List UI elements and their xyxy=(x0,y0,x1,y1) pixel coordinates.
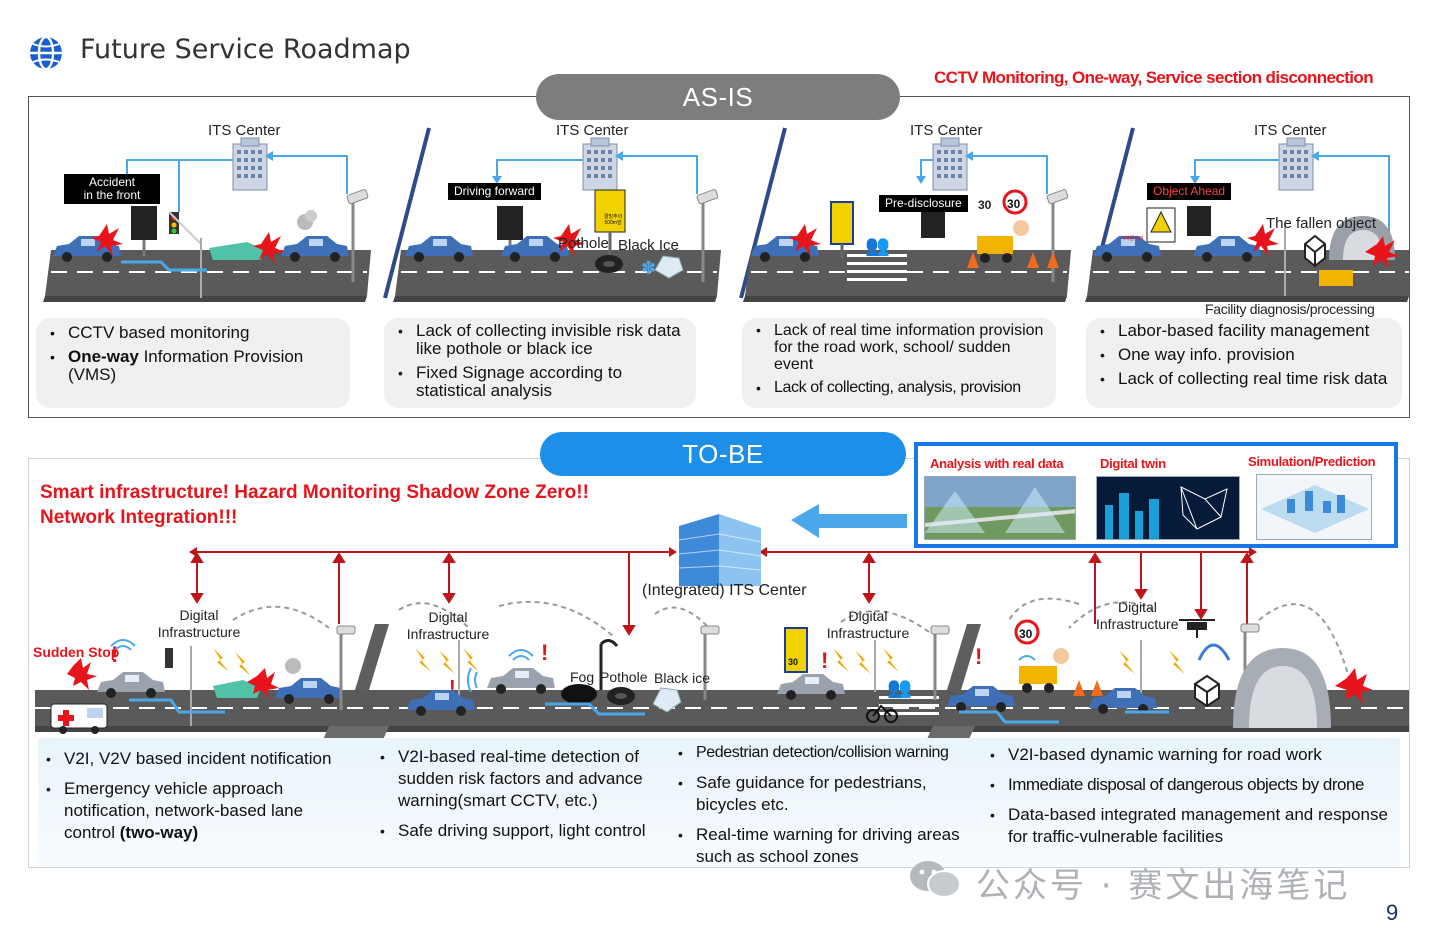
asis-bullets-4: Labor-based facility management One way … xyxy=(1086,318,1402,408)
pre-disclosure-label: Pre-disclosure xyxy=(879,195,968,212)
sudden-stop-label: Sudden Stop xyxy=(33,644,120,660)
pothole-label-tobe: Pothole xyxy=(600,669,648,685)
tobe-pill: TO-BE xyxy=(540,432,906,476)
tobe-bullets-4: V2I-based dynamic warning for road work … xyxy=(986,744,1396,848)
digital-twin-image xyxy=(1096,476,1240,540)
bullet: One-way Information Provision (VMS) xyxy=(46,348,340,384)
driving-forward-label: Driving forward xyxy=(448,183,541,200)
bullet: V2I-based dynamic warning for road work xyxy=(986,744,1396,766)
digital-infra-label-2: Digital Infrastructure xyxy=(406,609,490,642)
wechat-icon xyxy=(910,861,961,898)
bullet: Immediate disposal of dangerous objects … xyxy=(986,774,1396,796)
bullet: Lack of collecting real time risk data xyxy=(1096,370,1392,389)
fallen-object-sign: 낙하물주의 xyxy=(1120,236,1144,242)
svg-text:30: 30 xyxy=(1007,197,1021,211)
tobe-bullets-1: V2I, V2V based incident notification Eme… xyxy=(42,748,354,844)
digital-infra-label-4b: Infrastructure xyxy=(1096,616,1179,632)
bullet: Safe driving support, light control xyxy=(376,820,672,842)
digital-infra-label-4a: Digital xyxy=(1118,599,1157,615)
asis-tag: CCTV Monitoring, One-way, Service sectio… xyxy=(934,68,1374,87)
bullet: Lack of collecting invisible risk data l… xyxy=(394,322,686,358)
simulation-image xyxy=(1256,474,1372,540)
ice-warning-sign: 결빙주의 500m앞 xyxy=(603,214,623,226)
globe-icon xyxy=(30,35,62,71)
tobe-bullets: V2I, V2V based incident notification Eme… xyxy=(38,738,1400,866)
bullet: V2I, V2V based incident notification xyxy=(42,748,354,770)
asis-its-center-2: ITS Center xyxy=(556,122,629,139)
tobe-bullets-3: Pedestrian detection/collision warning S… xyxy=(674,742,976,868)
bullet: Safe guidance for pedestrians, bicycles … xyxy=(674,772,976,816)
facility-diagnosis-label: Facility diagnosis/processing xyxy=(1205,301,1375,317)
svg-text:30: 30 xyxy=(1019,627,1033,641)
real-data-image xyxy=(924,476,1076,540)
page-title: Future Service Roadmap xyxy=(80,34,411,65)
digital-twin-panel: Analysis with real data Digital twin Sim… xyxy=(914,442,1398,548)
accident-label: Accident in the front xyxy=(64,174,160,204)
digital-infra-label-3: Digital Infrastructure xyxy=(826,608,910,641)
bullet: Real-time warning for driving areas such… xyxy=(674,824,976,868)
bullet: Lack of collecting, analysis, provision xyxy=(752,379,1046,397)
svg-text:!: ! xyxy=(975,644,982,669)
integrated-its-center-label: (Integrated) ITS Center xyxy=(642,582,807,599)
asis-scenes: ✽ 30 👥 xyxy=(42,127,1409,303)
ambulance-icon xyxy=(50,703,108,734)
asis-pill: AS-IS xyxy=(536,74,900,120)
integrated-center-building xyxy=(678,514,762,586)
bullet: Lack of real time information provision … xyxy=(752,322,1046,373)
bullet: V2I-based real-time detection of sudden … xyxy=(376,746,672,812)
svg-text:!: ! xyxy=(541,640,548,665)
digital-twin-label: Digital twin xyxy=(1100,456,1166,471)
tobe-scenes: ! ! ! ! 👥 30 ! xyxy=(35,504,1409,740)
asis-bullets-3: Lack of real time information provision … xyxy=(742,318,1056,408)
svg-text:!: ! xyxy=(821,648,828,673)
asis-its-center-1: ITS Center xyxy=(208,122,281,139)
svg-text:👥: 👥 xyxy=(865,235,890,257)
object-ahead-label: Object Ahead xyxy=(1147,183,1232,200)
fallen-object-label: The fallen object xyxy=(1266,215,1377,232)
bullet: Pedestrian detection/collision warning xyxy=(674,742,976,764)
svg-text:!: ! xyxy=(449,677,456,699)
black-ice-label: Black Ice xyxy=(618,237,679,254)
drone-icon xyxy=(1179,619,1215,638)
school-zone-speed: 30 xyxy=(788,657,799,667)
bullet: One way info. provision xyxy=(1096,346,1392,365)
bullet: Data-based integrated management and res… xyxy=(986,804,1396,848)
watermark-text: 公众号 · 赛文出海笔记 xyxy=(976,866,1351,906)
asis-bullets-2: Lack of collecting invisible risk data l… xyxy=(384,318,696,408)
simulation-label: Simulation/Prediction xyxy=(1248,454,1376,469)
bullet: CCTV based monitoring xyxy=(46,324,340,343)
analysis-label: Analysis with real data xyxy=(930,456,1064,471)
svg-text:✽: ✽ xyxy=(641,258,656,278)
bullet: Fixed Signage according to statistical a… xyxy=(394,364,686,400)
black-ice-label-tobe: Black ice xyxy=(654,670,711,686)
tobe-headline: Smart infrastructure! Hazard Monitoring … xyxy=(40,482,589,528)
svg-text:!: ! xyxy=(111,642,118,667)
digital-infra-label-1: Digital Infrastructure xyxy=(157,607,241,640)
fog-label: Fog xyxy=(570,669,595,685)
svg-text:👥: 👥 xyxy=(887,677,912,699)
asis-its-center-3: ITS Center xyxy=(910,122,983,139)
page-number: 9 xyxy=(1386,900,1399,925)
bullet: Labor-based facility management xyxy=(1096,322,1392,341)
tobe-bullets-2: V2I-based real-time detection of sudden … xyxy=(376,746,672,842)
asis-bullets-1: CCTV based monitoring One-way Informatio… xyxy=(36,318,350,408)
speed-limit-30: 30 xyxy=(978,198,992,212)
asis-its-center-4: ITS Center xyxy=(1254,122,1327,139)
pothole-label: Pothole xyxy=(558,235,609,252)
bullet: Emergency vehicle approach notification,… xyxy=(42,778,354,844)
